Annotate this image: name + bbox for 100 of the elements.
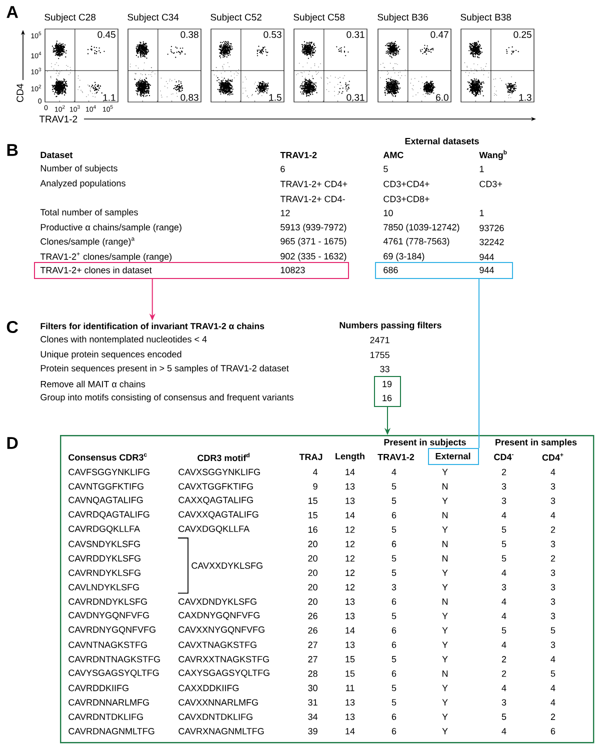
table-cell: 4 <box>502 684 506 692</box>
row-label: Total number of samples <box>40 208 138 218</box>
table-cell: 2 <box>502 656 506 662</box>
table-cell: CAVLNDYKLSFG <box>68 584 139 590</box>
table-cell: CAVRDNYGQNFVFG <box>68 626 156 634</box>
table-cell: 3 <box>502 699 506 706</box>
table-cell: N <box>442 598 448 605</box>
table-cell: 13 <box>346 699 355 706</box>
table-cell: N <box>442 483 448 490</box>
table-cell: 5 <box>550 627 556 634</box>
table-cell: 3 <box>550 540 556 548</box>
table-cell: 26 <box>308 612 318 620</box>
table-cell: 4 <box>550 684 556 692</box>
table-cell: 3 <box>550 584 556 590</box>
table-cell: 5 <box>502 526 506 533</box>
quadrant-value: 1.3 <box>519 94 532 101</box>
table-cell: 15 <box>346 656 355 662</box>
table-cell: 13 <box>346 498 355 504</box>
table-cell: CAVDNYGQNFVFG <box>68 612 149 620</box>
table-cell: 4761 (778-7563) <box>383 238 450 246</box>
quadrant-value: 1.5 <box>269 94 282 101</box>
table-cell: 6 <box>280 166 285 172</box>
table-cell: 5 <box>392 656 396 662</box>
column-header: Length <box>336 452 364 462</box>
quadrant-value: 0.31 <box>346 31 364 38</box>
table-cell: 28 <box>308 670 318 677</box>
table-cell: 4 <box>313 468 318 476</box>
table-cell: 20 <box>308 584 318 590</box>
table-cell: 5 <box>392 526 396 533</box>
table-cell: N <box>442 512 448 518</box>
table-cell: CAVNTGGFKTIFG <box>68 483 144 490</box>
table-cell: 5 <box>384 166 388 172</box>
table-cell: 13 <box>346 642 355 648</box>
table-cell: Y <box>442 526 448 533</box>
table-cell: 26 <box>308 627 318 634</box>
plot-title: Subject B38 <box>460 14 511 22</box>
table-cell: CAVYSGAGSYQLTFG <box>68 670 159 678</box>
table-cell: 4 <box>550 699 556 706</box>
table-cell: N <box>442 555 448 562</box>
table-cell: CAVRXNAGNMLTFG <box>178 728 264 734</box>
quadrant-value: 0.53 <box>264 31 282 38</box>
panel-letter: A <box>6 6 18 18</box>
plot-title: Subject C34 <box>128 14 179 22</box>
table-cell: CAVRDQAGTALIFG <box>68 511 150 520</box>
table-cell: 12 <box>346 526 355 533</box>
highlight-box: External <box>428 448 479 465</box>
table-cell: 11 <box>346 684 354 692</box>
table-cell: 13 <box>346 598 355 605</box>
table-cell: Y <box>442 612 448 620</box>
column-header: TRAV1-2 <box>378 454 414 460</box>
quadrant-value: 0.83 <box>180 94 198 101</box>
table-cell: 1 <box>480 210 484 216</box>
table-cell: 20 <box>308 540 318 548</box>
table-cell: 4 <box>550 656 556 662</box>
table-cell: Y <box>442 570 448 576</box>
table-cell: 3 <box>550 570 556 576</box>
table-cell: 6 <box>392 512 396 518</box>
table-cell: 4 <box>502 642 506 648</box>
table-cell: CAVRDNNARLMFG <box>68 699 149 706</box>
column-header: Present in samples <box>496 438 577 448</box>
table-cell: CAVRDNAGNMLTFG <box>68 728 154 734</box>
table-cell: CAVXDGQKLLFA <box>178 526 250 534</box>
table-cell: 13 <box>346 612 355 620</box>
table-cell: Y <box>442 656 448 662</box>
table-cell: CAVFSGGYNKLIFG <box>68 468 150 476</box>
column-header: Wang$^{b}$ <box>479 150 507 160</box>
table-cell: 15 <box>308 512 318 518</box>
table-cell: 5 <box>502 627 506 634</box>
table-cell: 14 <box>346 468 355 476</box>
table-cell: 5 <box>392 612 396 620</box>
panel-letter: B <box>7 144 18 156</box>
table-cell: 5 <box>392 699 396 706</box>
row-label: Remove all MAIT α chains <box>40 380 146 388</box>
table-cell: 15 <box>346 670 355 677</box>
table-cell: 3 <box>502 498 506 504</box>
quadrant-value: 0.38 <box>180 31 198 38</box>
table-cell: 4 <box>550 512 556 518</box>
plot-title: Subject C58 <box>294 14 345 22</box>
table-cell: CAVRNDYKLSFG <box>68 570 140 576</box>
table-cell: CAVRDNTDKLIFG <box>68 714 143 720</box>
table-frame <box>60 435 594 744</box>
row-label: Productive α chains/sample (range) <box>40 224 182 232</box>
column-header: CD4$^{+}$ <box>542 453 564 461</box>
table-cell: 20 <box>308 555 318 562</box>
table-cell: 12 <box>346 570 355 576</box>
table-cell: 34 <box>308 714 318 720</box>
table-cell: CAXYSGAGSYQLTFG <box>178 670 270 678</box>
column-header: Dataset <box>40 152 73 158</box>
table-cell: 2 <box>502 468 506 476</box>
panel-letter: D <box>7 437 18 449</box>
table-cell: 5 <box>502 714 506 720</box>
table-cell: 6 <box>550 728 556 734</box>
row-label: Unique protein sequences encoded <box>40 350 182 360</box>
column-header: Present in subjects <box>384 438 466 448</box>
table-cell: 2 <box>550 555 556 562</box>
table-cell: 20 <box>308 570 318 576</box>
table-cell: 2 <box>502 670 506 677</box>
table-cell: 6 <box>392 598 396 605</box>
row-label: Number of subjects <box>40 164 118 174</box>
table-cell: CAVXTNAGKSTFG <box>178 642 256 648</box>
